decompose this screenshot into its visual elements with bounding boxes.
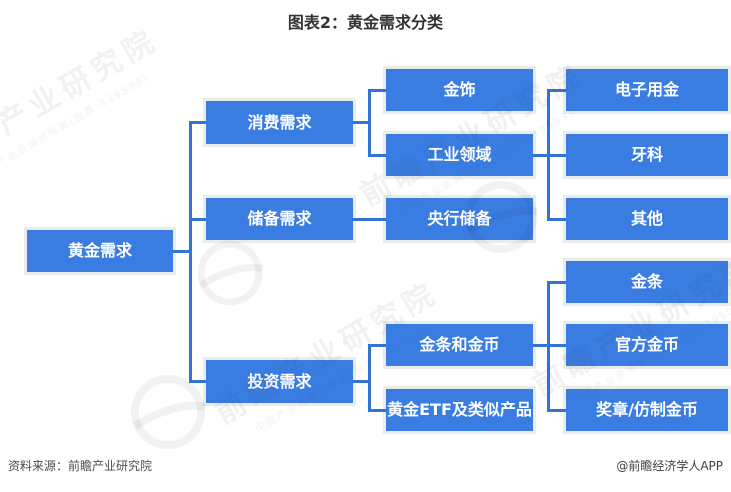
connector-reserve-feed	[353, 218, 386, 221]
connector-stub-gold-bars	[547, 281, 566, 284]
node-gold-bars: 金条	[566, 261, 728, 303]
connector-consumer-feed	[353, 121, 370, 124]
watermark-tagline-text: 中国产业咨询领导者(股票:839599)	[0, 72, 152, 182]
source-note: 资料来源：前瞻产业研究院	[8, 459, 153, 473]
node-medals-imitation-coins: 奖章/仿制金币	[566, 389, 728, 431]
node-central-bank-reserve: 央行储备	[386, 198, 533, 240]
node-dental: 牙科	[566, 134, 728, 176]
connector-industrial-feed	[533, 154, 549, 157]
node-investment-demand: 投资需求	[206, 360, 353, 403]
connector-stub-dental	[547, 154, 566, 157]
figure-title: 图表2：黄金需求分类	[287, 13, 444, 32]
connector-stub-jewelry	[368, 89, 386, 92]
connector-bars-coins-feed	[533, 344, 549, 347]
connector-root-trunk	[189, 121, 192, 383]
connector-stub-bars-coins	[368, 344, 386, 347]
node-other: 其他	[566, 198, 728, 240]
connector-stub-etf	[368, 409, 386, 412]
node-electronics-gold: 电子用金	[566, 69, 728, 111]
node-consumer-demand: 消费需求	[206, 101, 353, 144]
node-official-coins: 官方金币	[566, 324, 728, 366]
node-bars-and-coins: 金条和金币	[386, 324, 533, 366]
node-industrial: 工业领域	[386, 134, 533, 176]
globe-logo-icon	[128, 372, 208, 456]
globe-logo-icon	[195, 238, 265, 312]
connector-stub-industrial	[368, 154, 386, 157]
node-jewelry: 金饰	[386, 69, 533, 111]
watermark: 前瞻产业研究院 中国产业咨询领导者(股票:839599)	[0, 15, 175, 195]
connector-stub-medals	[547, 409, 566, 412]
connector-consumer-bracket	[368, 89, 371, 157]
node-gold-demand: 黄金需求	[27, 230, 173, 272]
credit-note: @前瞻经济学人APP	[616, 459, 723, 473]
connector-stub-investment	[189, 380, 206, 383]
connector-investment-bracket	[368, 344, 371, 412]
connector-stub-consumer	[189, 121, 206, 124]
connector-investment-feed	[353, 380, 370, 383]
connector-root-feed	[173, 250, 191, 253]
connector-stub-official-coins	[547, 344, 566, 347]
connector-stub-other	[547, 218, 566, 221]
node-reserve-demand: 储备需求	[206, 198, 353, 240]
watermark-brand-text: 前瞻产业研究院	[0, 22, 166, 179]
connector-stub-electronics	[547, 89, 566, 92]
node-gold-etf: 黄金ETF及类似产品	[386, 389, 533, 431]
connector-stub-reserve	[189, 218, 206, 221]
